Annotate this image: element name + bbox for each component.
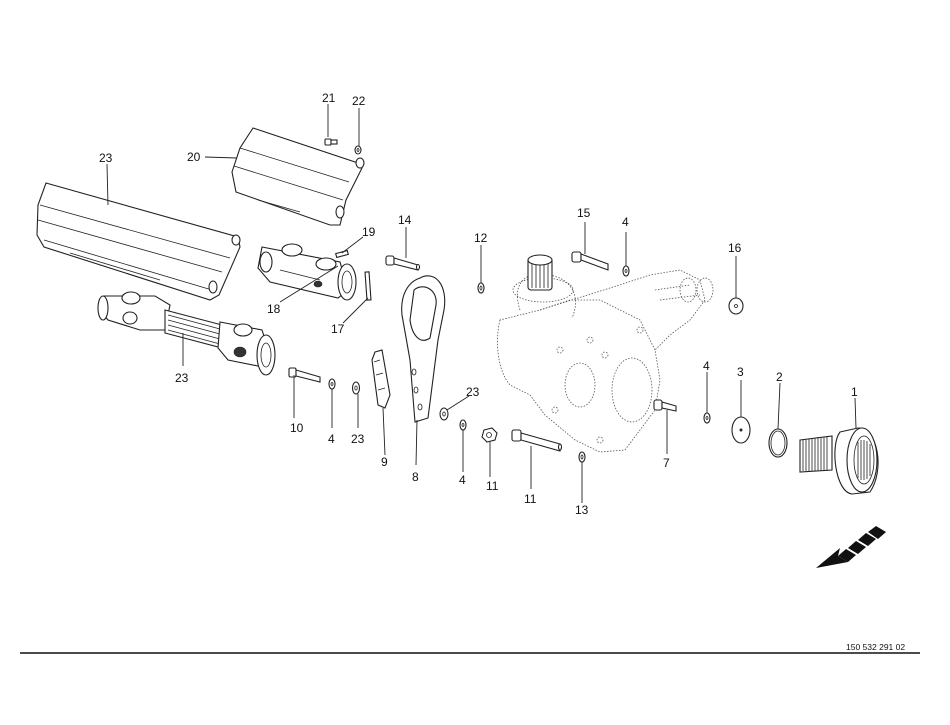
part-4-washer[interactable] — [703, 412, 711, 424]
part-19-bolt[interactable] — [324, 138, 338, 146]
callout-5: 7 — [663, 456, 670, 470]
callout-12: 14 — [398, 213, 412, 227]
callout-15: 17 — [331, 322, 345, 336]
part-8-bolt[interactable] — [288, 367, 321, 383]
part-1-splined-hub[interactable] — [799, 427, 879, 495]
leader-lines — [106, 104, 857, 503]
callout-8: 10 — [290, 421, 304, 435]
callout-2: 2 — [776, 370, 783, 384]
part-7-shim-plate[interactable] — [371, 349, 391, 409]
drawing-reference-number: 150 532 291 02 — [846, 642, 905, 652]
part-10-bolt[interactable] — [511, 429, 563, 452]
callout-4: 4 — [703, 359, 710, 373]
part-4-washer[interactable] — [328, 378, 336, 390]
part-22-drive-shaft[interactable] — [97, 291, 276, 376]
part-21-long-shaft-guard[interactable] — [36, 182, 241, 301]
part-14-washer[interactable] — [728, 297, 744, 315]
callout-9: 11 — [486, 479, 499, 493]
callout-10: 11 — [524, 492, 537, 506]
part-4-washer[interactable] — [622, 265, 630, 277]
callout-11: 13 — [575, 503, 589, 517]
callout-16: 18 — [267, 302, 281, 316]
callout-19: 21 — [322, 91, 336, 105]
part-5-bolt[interactable] — [653, 399, 677, 412]
part-11-lock-nut[interactable] — [477, 282, 485, 294]
part-9-nut[interactable] — [481, 427, 498, 443]
part-17-pin[interactable] — [335, 249, 349, 259]
part-23-washer[interactable] — [351, 381, 361, 395]
callout-23: 23 — [466, 385, 480, 399]
callout-11: 12 — [474, 231, 488, 245]
callout-20: 22 — [352, 94, 366, 108]
callout-22: 23 — [175, 371, 189, 385]
part-15-key[interactable] — [364, 271, 372, 301]
callout-4: 4 — [459, 473, 466, 487]
callout-4: 4 — [328, 432, 335, 446]
callout-3: 3 — [737, 365, 744, 379]
part-18-short-shaft-guard[interactable] — [231, 127, 365, 226]
callout-4: 4 — [622, 215, 629, 229]
callout-21: 23 — [99, 151, 113, 165]
part-12-bolt[interactable] — [385, 255, 421, 271]
part-2-o-ring[interactable] — [768, 428, 788, 458]
callout-7: 9 — [381, 455, 388, 469]
part-4-washer[interactable] — [459, 419, 467, 431]
callout-1: 1 — [851, 385, 858, 399]
part-3-cover-plate[interactable] — [731, 416, 751, 444]
part-11-lock-nut[interactable] — [578, 451, 586, 463]
part-16-universal-joint[interactable] — [257, 243, 357, 301]
callout-23: 23 — [351, 432, 365, 446]
part-6-bracket[interactable] — [401, 275, 446, 423]
gearbox-housing — [497, 254, 714, 453]
callout-13: 15 — [577, 206, 591, 220]
travel-direction-arrow-icon — [816, 526, 886, 568]
part-20-washer[interactable] — [354, 145, 362, 155]
part-13-bolt[interactable] — [571, 251, 609, 271]
callout-6: 8 — [412, 470, 419, 484]
callout-18: 20 — [187, 150, 201, 164]
callout-17: 19 — [362, 225, 376, 239]
part-23-washer[interactable] — [439, 407, 449, 421]
callout-labels: 21 22 20 23 19 14 18 17 23 10 4 23 9 8 2… — [99, 91, 858, 517]
callout-14: 16 — [728, 241, 742, 255]
